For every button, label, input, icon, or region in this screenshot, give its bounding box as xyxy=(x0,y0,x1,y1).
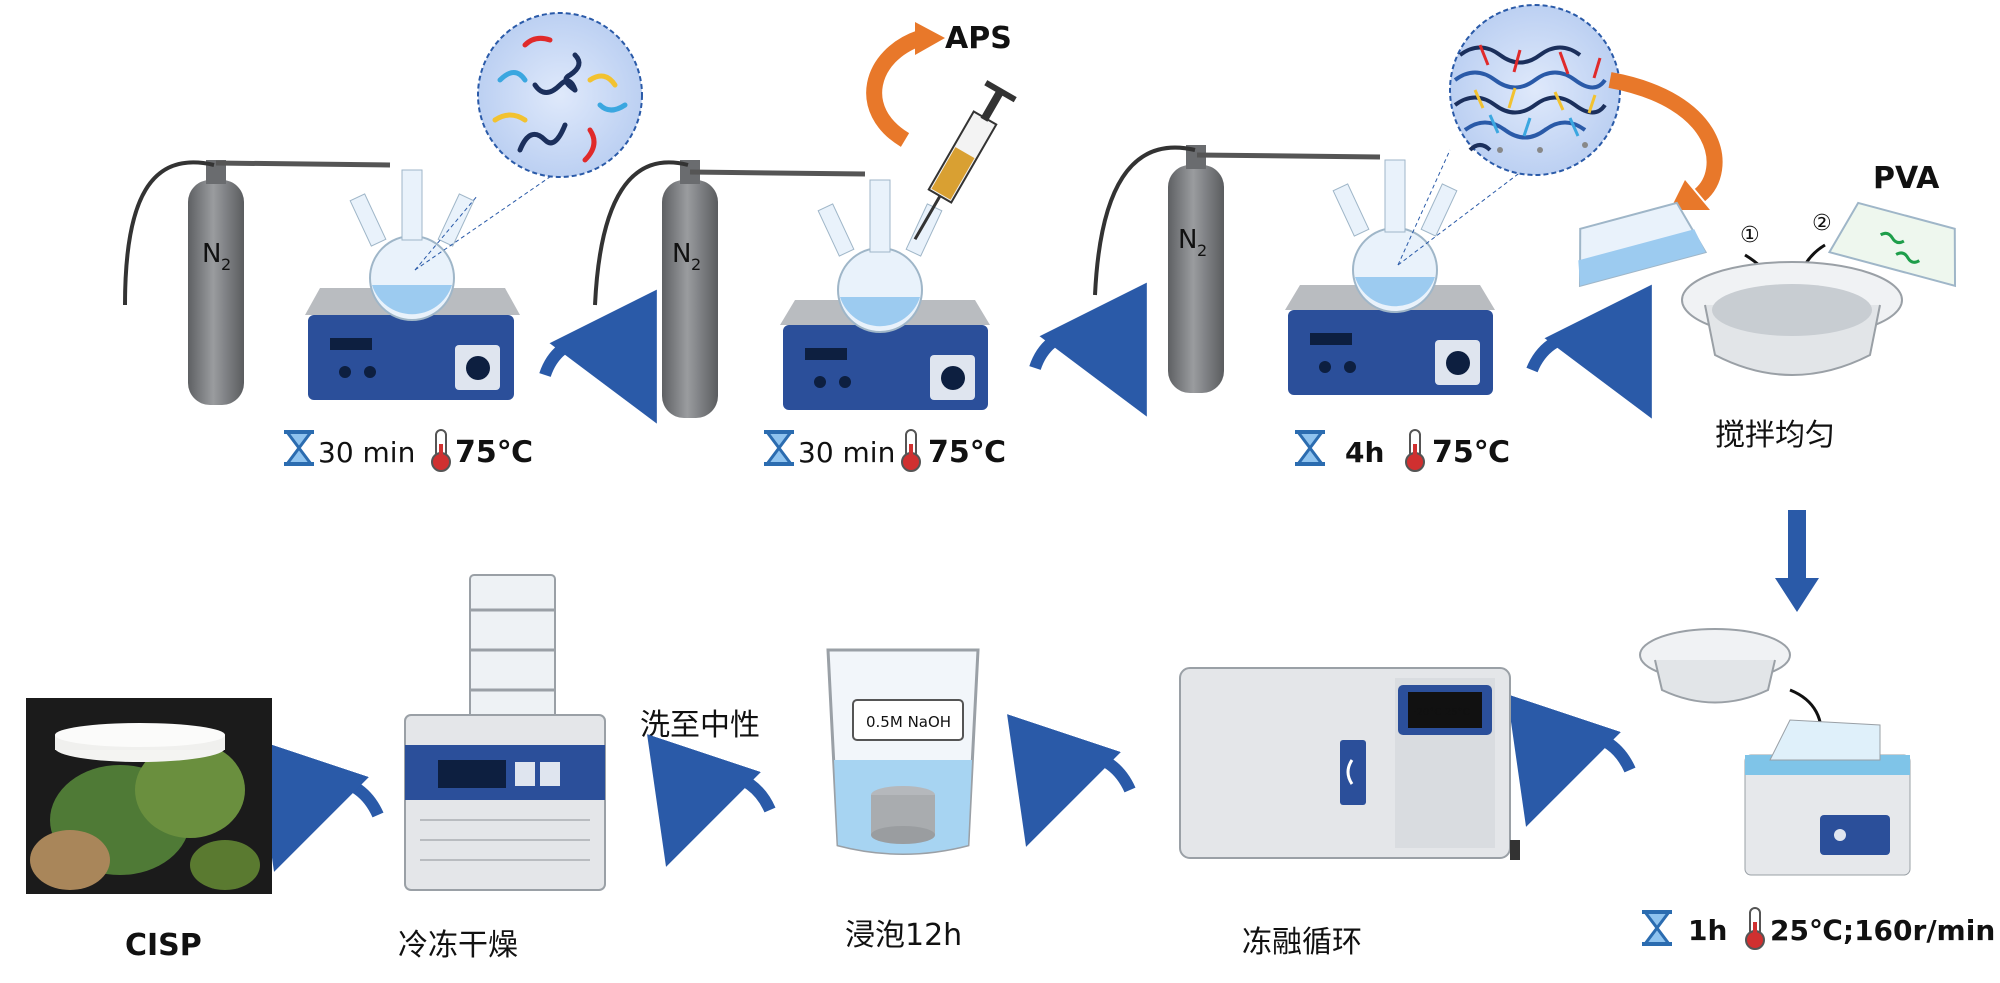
product-photo xyxy=(26,698,272,894)
step1-conditions: 30 min 75℃ xyxy=(284,429,533,472)
three-neck-flask-icon xyxy=(349,169,475,321)
freezer-icon: -20°C 25°C xyxy=(1179,667,1520,860)
curved-arrow-icon xyxy=(539,289,657,424)
freeze-dryer-icon xyxy=(404,574,606,891)
hourglass-icon xyxy=(764,430,794,466)
water-bath-icon xyxy=(1744,719,1911,876)
step1-time-label: 30 min xyxy=(318,436,415,469)
monomer-zoom-icon xyxy=(477,12,643,178)
aps-arrow-icon xyxy=(866,30,923,147)
bath-cond-label: 25℃;160r/min xyxy=(1770,914,1995,947)
n2-cylinder-icon: N 2 xyxy=(1168,145,1224,393)
step2-time-label: 30 min xyxy=(798,436,895,469)
svg-text:N: N xyxy=(672,239,691,269)
naoh-label: 0.5M NaOH xyxy=(866,713,951,731)
syringe-icon xyxy=(913,80,1017,241)
step3-temp-label: 75℃ xyxy=(1432,435,1510,470)
curved-arrow-icon xyxy=(1029,282,1147,417)
n2-cylinder-icon: N 2 xyxy=(188,160,244,405)
pva-label: PVA xyxy=(1873,161,1940,196)
curved-arrow-icon xyxy=(647,734,776,867)
n2-cylinder-icon: N 2 xyxy=(662,160,718,418)
freeze-thaw-setup: -20°C 25°C 冻融循环 xyxy=(1179,667,1520,960)
curved-arrow-icon xyxy=(1507,694,1636,827)
hourglass-icon xyxy=(1295,430,1325,466)
step3-conditions: 4h 75℃ xyxy=(1295,429,1510,472)
svg-text:-20°C: -20°C xyxy=(1413,707,1441,718)
soak-label: 浸泡12h xyxy=(845,918,962,953)
bath-time-label: 1h xyxy=(1688,914,1727,947)
svg-text:N: N xyxy=(1178,225,1197,255)
magnetic-stirrer-icon xyxy=(780,300,990,410)
freeze-dry-label: 冷冻干燥 xyxy=(398,928,518,963)
step-marker-2: ② xyxy=(1812,211,1832,236)
curved-arrow-icon xyxy=(1007,714,1136,847)
step2-setup: N 2 AP xyxy=(593,21,1017,472)
svg-text:2: 2 xyxy=(221,255,231,274)
erlenmeyer-flask-icon xyxy=(1578,201,1708,288)
beaker-icon: 0.5M NaOH xyxy=(826,648,980,855)
thermometer-icon xyxy=(431,429,451,472)
svg-text:2: 2 xyxy=(1197,241,1207,260)
petri-dish-icon xyxy=(1681,261,1903,376)
freeze-dry-setup: 冷冻干燥 xyxy=(398,574,606,963)
product-label: CISP xyxy=(125,928,202,963)
mixing-setup: PVA ① ② 搅拌均匀 xyxy=(1578,161,1957,453)
svg-text:25°C: 25°C xyxy=(1445,707,1470,718)
water-bath-setup: 1h 25℃;160r/min xyxy=(1639,628,1995,950)
step1-temp-label: 75℃ xyxy=(455,435,533,470)
three-neck-flask-icon xyxy=(1332,159,1458,313)
hourglass-icon xyxy=(1642,910,1672,946)
svg-text:2: 2 xyxy=(691,255,701,274)
hourglass-icon xyxy=(284,430,314,466)
curved-arrow-icon xyxy=(1526,284,1652,419)
stir-label: 搅拌均匀 xyxy=(1715,418,1835,453)
soak-setup: 0.5M NaOH 浸泡12h xyxy=(826,648,980,953)
step3-setup: N 2 xyxy=(1093,4,1723,472)
erlenmeyer-flask-icon xyxy=(1827,201,1957,288)
polymer-network-zoom-icon xyxy=(1449,4,1621,176)
thermometer-icon xyxy=(901,429,921,472)
bath-conditions: 1h 25℃;160r/min xyxy=(1642,907,1995,950)
wash-label: 洗至中性 xyxy=(640,708,760,743)
step2-temp-label: 75℃ xyxy=(928,435,1006,470)
step2-conditions: 30 min 75℃ xyxy=(764,429,1006,472)
aps-label: APS xyxy=(945,21,1012,56)
down-arrow-icon xyxy=(1775,510,1819,612)
thermometer-icon xyxy=(1405,429,1425,472)
thermometer-icon xyxy=(1745,907,1765,950)
transfer-arrow-icon xyxy=(1608,72,1723,202)
curved-arrow-icon xyxy=(255,739,384,872)
three-neck-flask-icon xyxy=(817,179,943,333)
petri-dish-icon xyxy=(1639,628,1791,704)
freeze-thaw-label: 冻融循环 xyxy=(1242,925,1362,960)
step-marker-1: ① xyxy=(1740,223,1760,248)
magnetic-stirrer-icon xyxy=(305,288,520,400)
step1-setup: N 2 xyxy=(123,12,643,472)
svg-text:N: N xyxy=(202,239,221,269)
step3-time-label: 4h xyxy=(1345,436,1384,469)
